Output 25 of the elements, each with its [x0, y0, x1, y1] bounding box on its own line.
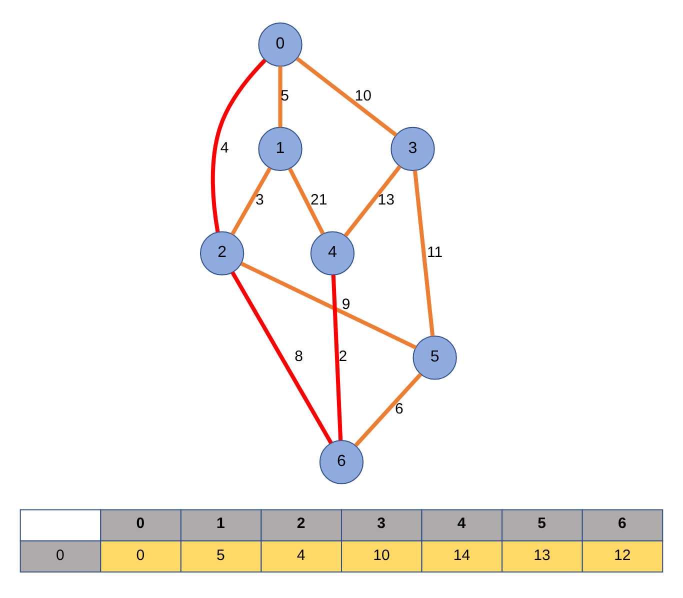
label: 0	[136, 546, 145, 564]
edge-label: 9	[342, 296, 350, 313]
edge-label: 8	[294, 348, 304, 365]
label: 12	[614, 546, 631, 564]
label: 4	[296, 546, 306, 564]
edge-label: 4	[220, 138, 229, 156]
label: 4	[457, 514, 466, 532]
label: 5	[216, 546, 225, 564]
label: 1	[216, 514, 225, 532]
edge-label: 11	[427, 243, 443, 260]
label: 5	[538, 514, 546, 532]
edge-label: 2	[338, 348, 348, 365]
label: 6	[618, 514, 626, 532]
edge-label: 21	[310, 191, 328, 208]
edge-label: 10	[354, 86, 372, 104]
edge-label: 3	[256, 191, 264, 208]
label: 3	[377, 514, 386, 532]
label: 13	[534, 546, 550, 564]
edge-label: 13	[378, 191, 395, 208]
label: 0	[136, 514, 145, 532]
edge-label: 6	[395, 400, 404, 417]
label: 0	[56, 546, 64, 564]
label: 2	[296, 514, 306, 532]
label: 14	[453, 546, 470, 564]
label: 10	[373, 546, 390, 564]
